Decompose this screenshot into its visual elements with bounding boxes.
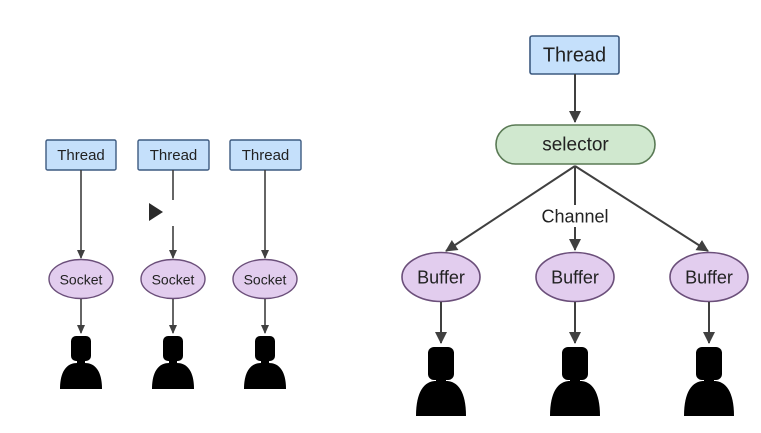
socket-ellipse-3 [232, 258, 298, 300]
channel-label-background [536, 205, 614, 227]
buffer-ellipse-1 [401, 251, 481, 303]
buffer-node-3: Buffer [669, 251, 749, 416]
play-icon[interactable] [149, 200, 182, 226]
selector-label: selector [542, 135, 609, 156]
socket-label-2: Socket [152, 272, 195, 288]
thread-label-2: Thread [150, 147, 198, 164]
buffer-label-1: Buffer [417, 268, 465, 288]
buffer-ellipse-2 [535, 251, 615, 303]
blocking-column-2: Thread Socket [137, 139, 210, 389]
selector-to-buffer-edge-1 [445, 165, 576, 252]
selector-box [495, 124, 656, 165]
socket-ellipse-2 [140, 258, 206, 300]
blocking-column-1: Thread Socket [45, 139, 117, 389]
nio-model: Thread selector Channel Buffer Buffer [401, 35, 749, 416]
buffer-label-2: Buffer [551, 268, 599, 288]
user-silhouette-icon [550, 347, 600, 416]
nio-thread-label: Thread [543, 45, 606, 67]
buffer-node-1: Buffer [401, 251, 481, 416]
buffer-ellipse-3 [669, 251, 749, 303]
user-silhouette-icon [684, 347, 734, 416]
blocking-model: Thread Socket Thread Socket [45, 139, 302, 389]
socket-ellipse-1 [48, 258, 114, 300]
socket-label-3: Socket [244, 272, 287, 288]
buffer-label-3: Buffer [685, 268, 733, 288]
user-silhouette-icon [60, 336, 102, 389]
blocking-column-3: Thread Socket [229, 139, 302, 389]
user-silhouette-icon [416, 347, 466, 416]
thread-label-1: Thread [57, 147, 105, 164]
selector-to-buffer-edge-3 [574, 165, 709, 252]
channel-label: Channel [541, 207, 608, 227]
thread-label-3: Thread [242, 147, 290, 164]
socket-label-1: Socket [60, 272, 103, 288]
user-silhouette-icon [244, 336, 286, 389]
user-silhouette-icon [152, 336, 194, 389]
buffer-node-2: Buffer [535, 251, 615, 416]
